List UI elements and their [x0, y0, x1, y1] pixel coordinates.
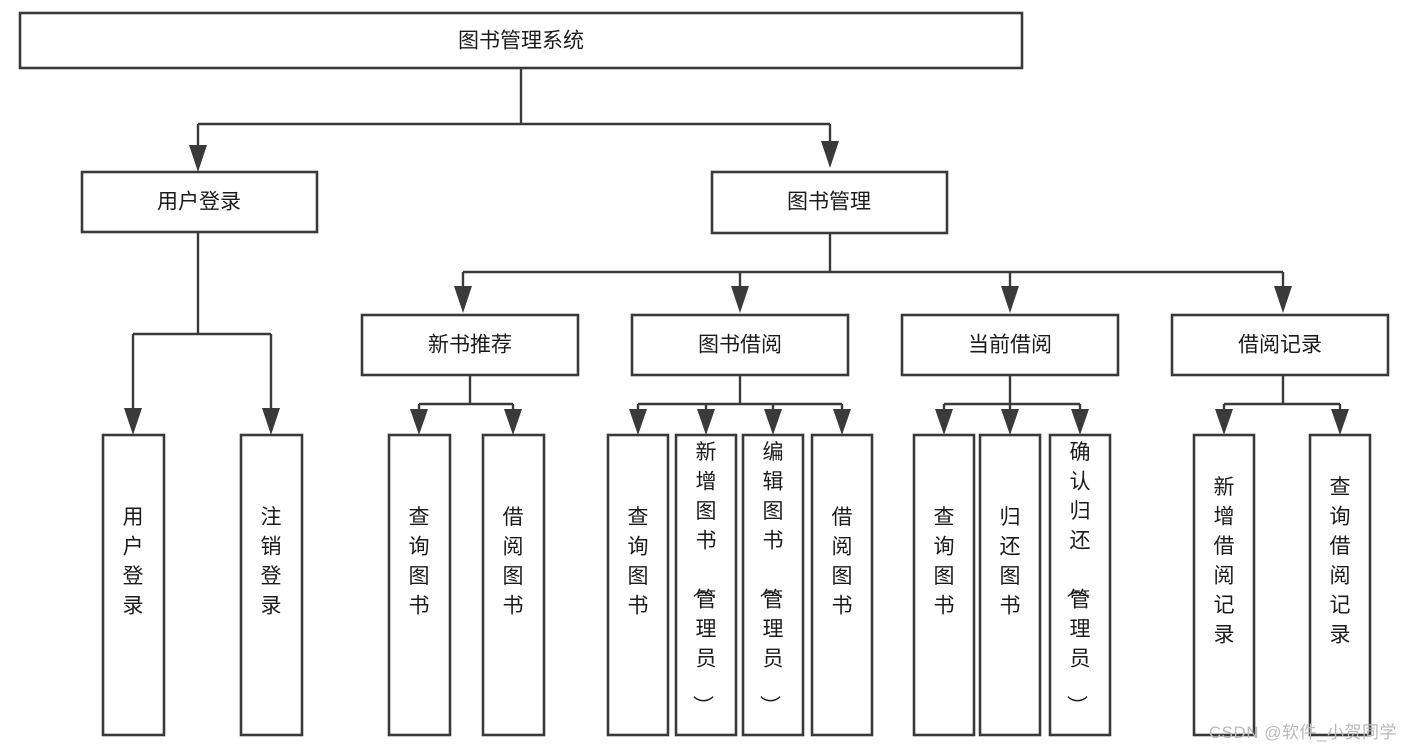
node-leaf-query-book-3-box[interactable] [912, 433, 976, 737]
node-borrow-record[interactable]: 借阅记录 [1170, 313, 1390, 377]
node-user-login-label: 用户登录 [157, 191, 241, 214]
node-leaf-borrow-book-2-label: 借阅图书 [832, 506, 853, 618]
node-leaf-borrow-book-2[interactable]: 借阅图书 [810, 433, 874, 737]
node-leaf-query-record[interactable]: 查询借阅记录 [1308, 433, 1372, 737]
arrow-head-new-book-recommend [454, 286, 472, 313]
node-book-manage[interactable]: 图书管理 [710, 170, 949, 235]
arrow-head-leaf-user-logout [262, 408, 280, 435]
node-leaf-query-book-2-label: 查询图书 [628, 506, 649, 618]
node-current-borrow[interactable]: 当前借阅 [900, 313, 1120, 377]
node-new-book-recommend-label: 新书推荐 [428, 334, 512, 357]
node-leaf-user-logout[interactable]: 注销登录 [239, 433, 304, 737]
node-user-login-box[interactable] [80, 170, 319, 234]
node-leaf-edit-book-label: 编辑图书（管理员） [758, 441, 784, 716]
node-leaf-confirm-return-box[interactable] [1048, 433, 1112, 737]
node-leaf-query-book-3-label: 查询图书 [934, 506, 955, 618]
node-book-manage-box[interactable] [710, 170, 949, 235]
node-user-login[interactable]: 用户登录 [80, 170, 319, 234]
node-root-label: 图书管理系统 [458, 30, 584, 53]
arrow-head-leaf-return-book [1001, 409, 1019, 435]
node-leaf-add-book-label: 新增图书（管理员） [691, 441, 717, 716]
arrow-head-leaf-query-book-3 [935, 409, 953, 435]
node-leaf-user-login-label: 用户登录 [123, 506, 144, 618]
node-leaf-query-book-1-box[interactable] [387, 433, 452, 737]
node-leaf-query-book-2[interactable]: 查询图书 [606, 433, 670, 737]
arrow-head-borrow-record [1274, 286, 1292, 313]
arrow-head-leaf-query-book-1 [410, 409, 428, 435]
arrow-head-leaf-query-book-2 [629, 409, 647, 435]
node-leaf-return-book[interactable]: 归还图书 [978, 433, 1042, 737]
node-leaf-borrow-book-1-box[interactable] [481, 433, 546, 737]
arrow-head-leaf-query-record [1331, 409, 1349, 435]
node-leaf-confirm-return[interactable]: 确认归还（管理员） [1048, 433, 1112, 737]
node-leaf-return-book-label: 归还图书 [1000, 506, 1021, 618]
node-book-borrow-box[interactable] [630, 313, 850, 377]
node-leaf-borrow-book-2-box[interactable] [810, 433, 874, 737]
node-leaf-query-book-1-label: 查询图书 [409, 506, 430, 618]
node-book-borrow-label: 图书借阅 [698, 334, 782, 357]
node-leaf-borrow-book-1[interactable]: 借阅图书 [481, 433, 546, 737]
node-book-manage-label: 图书管理 [787, 191, 871, 214]
node-leaf-user-logout-label: 注销登录 [261, 506, 282, 618]
csdn-watermark: CSDN @软件_小贺同学 [1208, 723, 1397, 742]
arrow-head-book-manage [821, 141, 839, 168]
node-leaf-query-book-1[interactable]: 查询图书 [387, 433, 452, 737]
node-leaf-query-record-box[interactable] [1308, 433, 1372, 737]
arrow-head-leaf-edit-book [764, 409, 782, 435]
node-root-box[interactable] [18, 11, 1024, 70]
node-leaf-borrow-book-1-label: 借阅图书 [503, 506, 524, 618]
node-root[interactable]: 图书管理系统 [18, 11, 1024, 70]
node-leaf-user-login-box[interactable] [101, 433, 166, 737]
arrow-head-leaf-add-book [697, 409, 715, 435]
node-leaf-edit-book-box[interactable] [741, 433, 805, 737]
node-leaf-edit-book[interactable]: 编辑图书（管理员） [741, 433, 805, 737]
node-leaf-query-record-label: 查询借阅记录 [1330, 476, 1351, 647]
arrow-head-leaf-borrow-book-1 [504, 409, 522, 435]
node-new-book-recommend[interactable]: 新书推荐 [360, 313, 580, 377]
node-leaf-add-book[interactable]: 新增图书（管理员） [674, 433, 738, 737]
node-book-borrow[interactable]: 图书借阅 [630, 313, 850, 377]
node-leaf-add-book-box[interactable] [674, 433, 738, 737]
node-leaf-user-login[interactable]: 用户登录 [101, 433, 166, 737]
arrow-head-leaf-borrow-book-2 [833, 409, 851, 435]
node-leaf-query-book-2-box[interactable] [606, 433, 670, 737]
arrow-head-leaf-user-login [124, 408, 142, 435]
node-leaf-add-record[interactable]: 新增借阅记录 [1192, 433, 1256, 737]
node-borrow-record-box[interactable] [1170, 313, 1390, 377]
node-current-borrow-box[interactable] [900, 313, 1120, 377]
node-leaf-add-record-label: 新增借阅记录 [1214, 476, 1235, 647]
arrow-head-book-borrow [731, 286, 749, 313]
node-current-borrow-label: 当前借阅 [968, 334, 1052, 357]
node-leaf-return-book-box[interactable] [978, 433, 1042, 737]
node-borrow-record-label: 借阅记录 [1238, 334, 1322, 357]
arrow-head-user-login [189, 145, 207, 172]
node-leaf-user-logout-box[interactable] [239, 433, 304, 737]
connector-group [124, 68, 1349, 435]
node-leaf-query-book-3[interactable]: 查询图书 [912, 433, 976, 737]
node-leaf-confirm-return-label: 确认归还（管理员） [1065, 441, 1091, 716]
node-leaf-add-record-box[interactable] [1192, 433, 1256, 737]
arrow-head-leaf-confirm-return [1071, 409, 1089, 435]
arrow-head-leaf-add-record [1215, 409, 1233, 435]
node-new-book-recommend-box[interactable] [360, 313, 580, 377]
arrow-head-current-borrow [1001, 286, 1019, 313]
